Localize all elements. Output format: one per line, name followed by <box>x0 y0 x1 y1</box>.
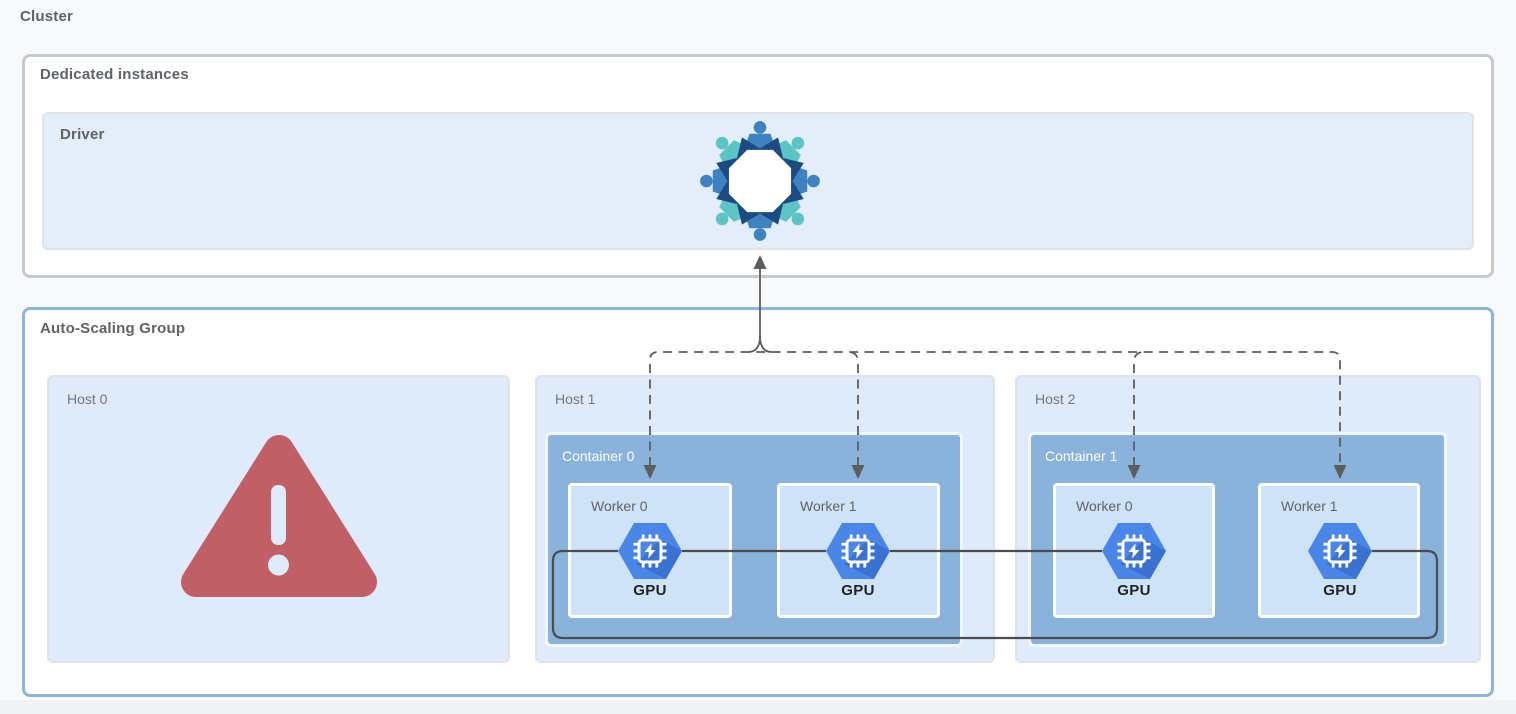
host-2-label: Host 2 <box>1035 391 1076 407</box>
worker-label: Worker 0 <box>1076 498 1133 514</box>
gpu-label: GPU <box>841 582 875 599</box>
gpu-label: GPU <box>1117 582 1151 599</box>
container-1-label: Container 1 <box>1045 448 1118 464</box>
host-0-box: Host 0 <box>47 375 510 663</box>
gpu-label: GPU <box>633 582 667 599</box>
page-bottom-strip <box>0 700 1516 714</box>
container-0-label: Container 0 <box>562 448 635 464</box>
auto-scaling-group-title: Auto-Scaling Group <box>40 320 186 337</box>
host-0-label: Host 0 <box>67 391 108 407</box>
worker-label: Worker 1 <box>1281 498 1338 514</box>
dedicated-instances-title: Dedicated instances <box>40 66 189 83</box>
driver-box <box>42 112 1474 250</box>
worker-label: Worker 1 <box>800 498 857 514</box>
driver-title: Driver <box>60 126 105 143</box>
cluster-title: Cluster <box>20 8 74 25</box>
worker-label: Worker 0 <box>591 498 648 514</box>
host-1-label: Host 1 <box>555 391 596 407</box>
gpu-label: GPU <box>1323 582 1357 599</box>
